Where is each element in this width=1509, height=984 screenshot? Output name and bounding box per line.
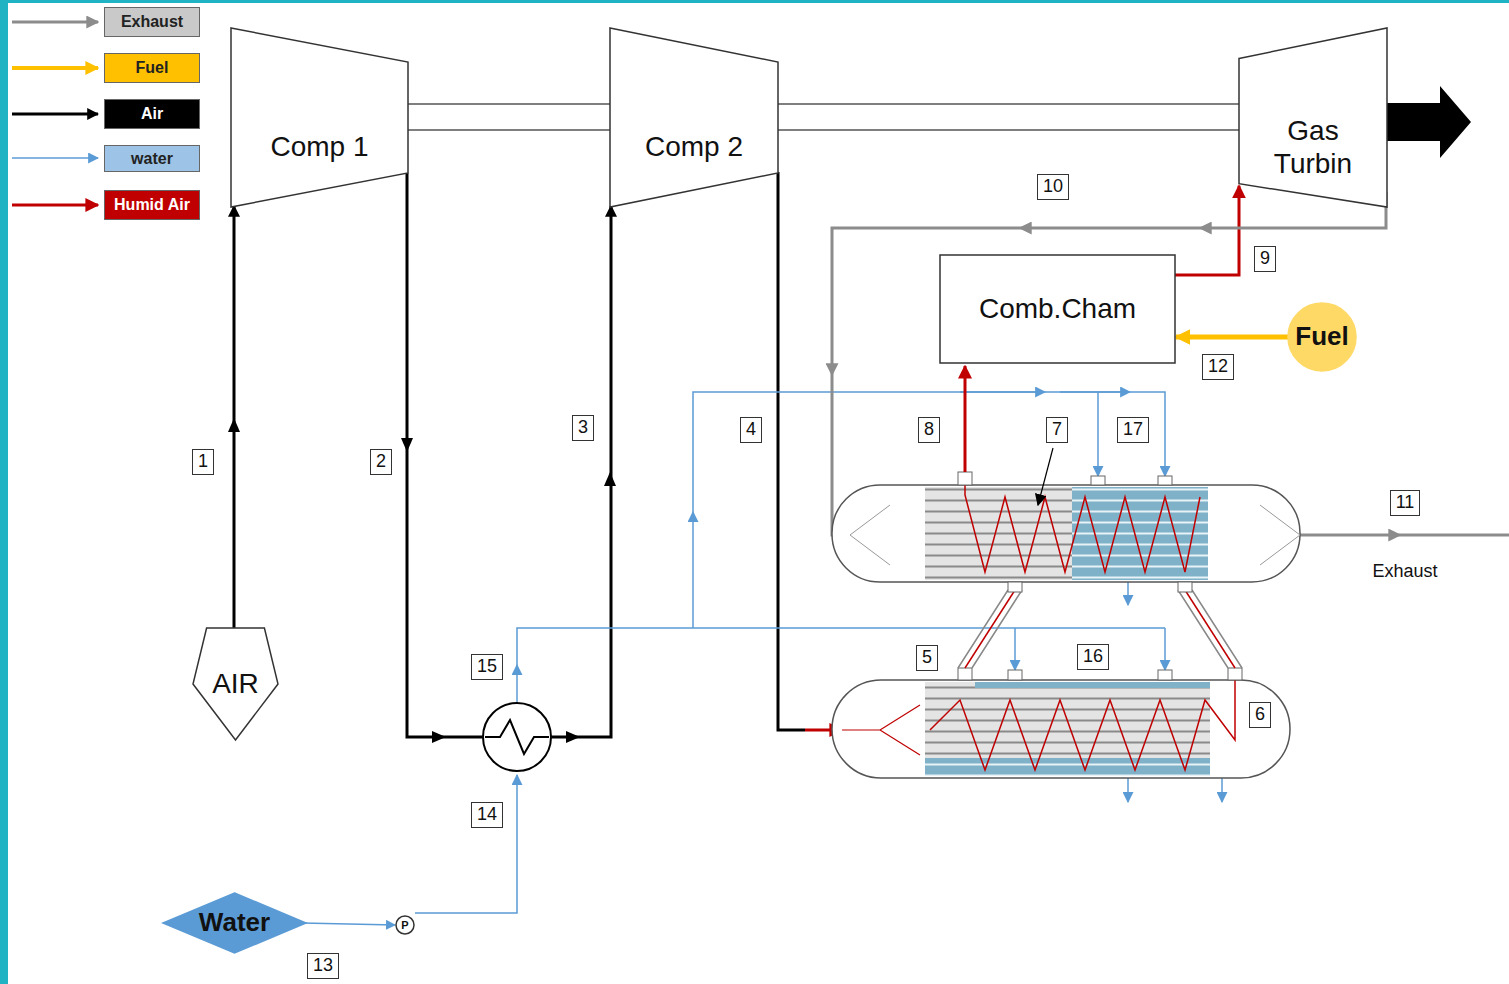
callout-number: 10 bbox=[1037, 174, 1069, 200]
air-duct bbox=[407, 173, 611, 737]
legend-text: Fuel bbox=[136, 59, 169, 77]
air-duct bbox=[233, 206, 236, 629]
water-line bbox=[415, 392, 1222, 913]
node-label: P bbox=[401, 919, 408, 932]
legend-swatch: water bbox=[104, 145, 200, 172]
node-label: Water bbox=[199, 908, 270, 938]
turbine-trapezoid: Gas Turbin bbox=[1239, 28, 1387, 207]
lower-saturator bbox=[832, 668, 1290, 778]
legend-arrows bbox=[12, 22, 98, 205]
air-inlet-pentagon: AIR bbox=[193, 628, 278, 740]
callout-number: 2 bbox=[370, 449, 392, 475]
heat-exchanger bbox=[483, 703, 551, 771]
air-line bbox=[778, 172, 805, 730]
callout-number: 17 bbox=[1117, 417, 1149, 443]
fuel-source-circle: Fuel bbox=[1287, 302, 1357, 372]
callout-number: 5 bbox=[916, 645, 938, 671]
legend-swatch: Fuel bbox=[104, 53, 200, 83]
callout-number: 14 bbox=[471, 802, 503, 828]
legend-text: Exhaust bbox=[121, 13, 183, 31]
callout-number: 12 bbox=[1202, 354, 1234, 380]
node-outline bbox=[231, 28, 408, 207]
water-line bbox=[302, 923, 395, 925]
legend-swatch: Exhaust bbox=[104, 7, 200, 37]
compressor-trapezoid: Comp 2 bbox=[610, 28, 778, 207]
callout-number: 9 bbox=[1254, 246, 1276, 272]
shaft bbox=[408, 104, 1240, 130]
water-source-diamond: Water bbox=[163, 893, 306, 953]
callout-number: 8 bbox=[918, 417, 940, 443]
legend-text: water bbox=[131, 150, 173, 168]
node-label: Gas Turbin bbox=[1253, 115, 1373, 179]
callout-number: 6 bbox=[1249, 702, 1271, 728]
page-border bbox=[0, 0, 1509, 3]
callout-number: 3 bbox=[572, 415, 594, 441]
node-label: AIR bbox=[212, 668, 259, 700]
callout-number: 7 bbox=[1046, 417, 1068, 443]
power-output-arrow bbox=[1386, 86, 1471, 158]
humid-air-pipe bbox=[1175, 186, 1239, 275]
humid-air-line bbox=[964, 366, 967, 472]
legend-text: Air bbox=[141, 105, 163, 123]
pump-symbol: P bbox=[395, 915, 415, 935]
legend-text: Humid Air bbox=[114, 196, 190, 214]
upper-saturator bbox=[832, 472, 1300, 582]
flow-arrows bbox=[228, 418, 616, 743]
page-border bbox=[0, 0, 8, 984]
callout-number: 13 bbox=[307, 953, 339, 979]
callout-number: 15 bbox=[471, 654, 503, 680]
callout-number: 16 bbox=[1077, 644, 1109, 670]
compressor-trapezoid: Comp 1 bbox=[231, 28, 408, 207]
node-label: Comp 1 bbox=[270, 131, 368, 163]
node-label: Comp 2 bbox=[645, 131, 743, 163]
node-outline bbox=[610, 28, 778, 207]
callout-number: 11 bbox=[1390, 490, 1421, 516]
flow-label: Exhaust bbox=[1367, 560, 1442, 584]
callout-number: 1 bbox=[192, 449, 214, 475]
leader-line bbox=[1038, 448, 1053, 505]
legend-swatch: Humid Air bbox=[104, 190, 200, 220]
fuel-line bbox=[1176, 335, 1288, 340]
callout-number: 4 bbox=[740, 417, 762, 443]
node-label: Comb.Cham bbox=[979, 293, 1136, 325]
node-label: Fuel bbox=[1295, 322, 1348, 352]
exhaust-line bbox=[832, 192, 1509, 535]
legend-swatch: Air bbox=[104, 99, 200, 129]
combustion-chamber-box: Comb.Cham bbox=[940, 255, 1175, 363]
